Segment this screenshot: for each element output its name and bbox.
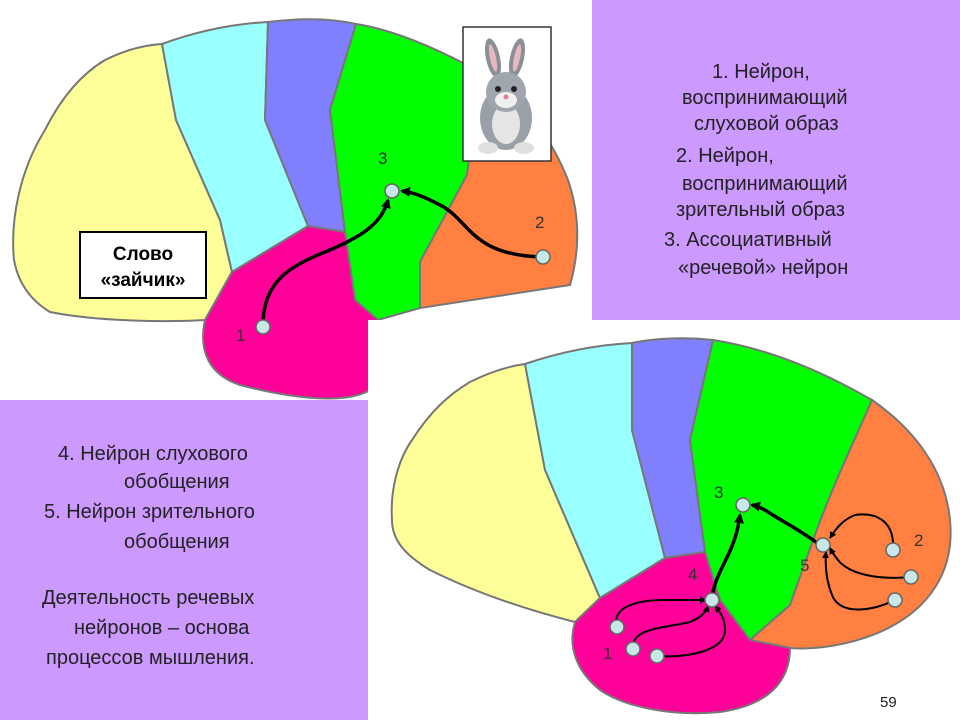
bottom-label-5: 5 (800, 556, 809, 575)
bottom-label-2: 2 (914, 531, 923, 550)
bottom-neuron-1b (625, 641, 641, 657)
bunny-photo (462, 26, 552, 162)
left-panel-line-4: обобщения (124, 531, 230, 553)
bottom-pathway-2c-to-5 (822, 551, 896, 611)
bottom-neuron-1c (649, 648, 665, 664)
top-panel-line-5: воспринимающий (682, 173, 848, 195)
top-brain: Слово «зайчик» 1 2 3 (12, 18, 579, 400)
top-pathway-2-to-3 (400, 186, 543, 259)
left-text-panel: 4. Нейрон слухового обобщения 5. Нейрон … (0, 400, 368, 720)
word-box-line-1: Слово (113, 244, 173, 265)
bottom-label-1: 1 (603, 644, 612, 663)
left-panel-line-3: 5. Нейрон зрительного (44, 501, 255, 523)
top-panel-line-1: 1. Нейрон, (712, 61, 810, 83)
top-text-panel: 1. Нейрон, воспринимающий слуховой образ… (592, 0, 960, 320)
bottom-pathway-5-to-3 (750, 501, 822, 547)
page-number: 59 (880, 694, 897, 711)
top-panel-line-3: слуховой образ (694, 113, 839, 135)
left-panel-line-2: обобщения (124, 471, 230, 493)
left-panel-line-7: процессов мышления. (46, 647, 255, 669)
bottom-pathway-c-to-4 (656, 605, 727, 658)
bottom-pathway-a-to-4 (615, 596, 707, 628)
word-box-line-2: «зайчик» (101, 270, 186, 291)
bottom-pathway-4-to-3 (710, 513, 744, 599)
left-panel-line-1: 4. Нейрон слухового (58, 443, 248, 465)
bottom-label-4: 4 (688, 565, 697, 584)
top-pathway-1-to-3 (261, 198, 391, 328)
top-panel-line-2: воспринимающий (682, 87, 848, 109)
top-label-2: 2 (535, 213, 544, 232)
top-label-1: 1 (236, 326, 245, 345)
top-label-3: 3 (378, 149, 387, 168)
bottom-neuron-4 (704, 592, 720, 608)
bottom-neuron-1a (609, 619, 625, 635)
bottom-neuron-2b (903, 569, 919, 585)
bottom-pathway-b-to-4 (631, 605, 710, 650)
left-panel-line-5: Деятельность речевых (42, 587, 255, 609)
top-neuron-2 (535, 249, 551, 265)
bottom-region-orange (747, 398, 952, 650)
bottom-neuron-2c (887, 592, 903, 608)
bottom-label-3: 3 (714, 483, 723, 502)
top-panel-line-8: «речевой» нейрон (678, 257, 849, 279)
word-box: Слово «зайчик» (79, 231, 207, 299)
bottom-neuron-2a (885, 542, 901, 558)
bottom-brain: 1 2 3 4 5 (390, 337, 952, 715)
top-panel-line-7: 3. Ассоциативный (664, 229, 832, 251)
top-panel-line-4: 2. Нейрон, (676, 145, 774, 167)
top-neuron-3 (384, 183, 400, 199)
top-panel-line-6: зрительный образ (676, 199, 845, 221)
top-neuron-1 (255, 319, 271, 335)
bottom-neuron-3 (735, 497, 751, 513)
bottom-neuron-5 (815, 537, 831, 553)
bottom-pathway-2b-to-5 (829, 547, 912, 579)
bottom-pathway-2a-to-5 (829, 513, 895, 551)
left-panel-line-6: нейронов – основа (74, 617, 250, 639)
bottom-region-magenta (571, 550, 792, 715)
